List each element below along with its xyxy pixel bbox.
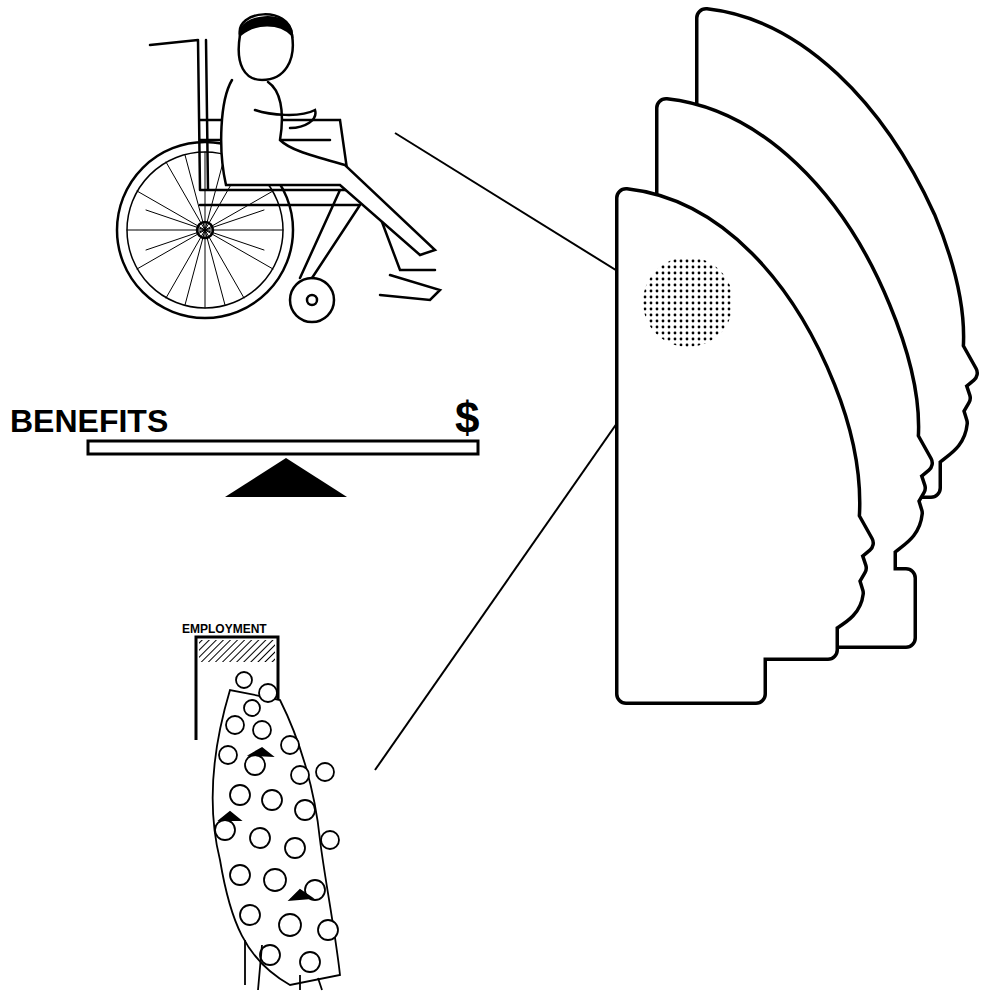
crowd-head [316, 763, 334, 781]
caster [290, 278, 334, 322]
crowd-head [262, 790, 282, 810]
crowd-head [279, 914, 301, 936]
head-outline [626, 198, 864, 694]
fulcrum [225, 458, 347, 497]
head-profiles [626, 18, 968, 694]
crowd-legs [245, 940, 322, 990]
crowd [213, 672, 340, 990]
crowd-head [253, 721, 271, 739]
brain-spot [643, 257, 733, 347]
crowd-head [321, 831, 339, 849]
employment-door [196, 637, 278, 740]
crowd-head [281, 736, 299, 754]
crowd-head [244, 700, 260, 716]
crowd-head [318, 920, 338, 940]
door-hatch [199, 640, 275, 662]
person-head [239, 14, 293, 80]
balance-label: BENEFITS [10, 405, 168, 437]
crowd-head [295, 800, 315, 820]
crowd-head [264, 869, 286, 891]
balance-beam [88, 441, 478, 454]
leader-line [395, 133, 648, 290]
crowd-head [250, 828, 270, 848]
caster [307, 295, 317, 305]
wheel-hub [197, 222, 213, 238]
crowd-head [219, 746, 237, 764]
crowd-head [215, 820, 235, 840]
crowd-hats [220, 748, 312, 900]
crowd-head [260, 945, 280, 965]
crowd-head [259, 684, 277, 702]
chair-frame [150, 40, 440, 300]
crowd-head [291, 766, 309, 784]
head-outline [626, 198, 864, 694]
crowd-head [230, 865, 250, 885]
crowd-bodies [213, 690, 340, 985]
crowd-head [226, 716, 244, 734]
door-frame [196, 637, 278, 740]
balance-label: $ [455, 396, 479, 440]
crowd-head [285, 838, 305, 858]
crowd-head [245, 755, 265, 775]
wheelchair-figure [117, 14, 440, 322]
sign-label: EMPLOYMENT [182, 623, 267, 635]
person-body [221, 80, 435, 255]
crowd-head [236, 672, 252, 688]
crowd-head [300, 952, 320, 972]
person-hair [240, 17, 292, 35]
person-arm [255, 110, 315, 128]
crowd-head [230, 785, 250, 805]
crowd-head [240, 905, 260, 925]
